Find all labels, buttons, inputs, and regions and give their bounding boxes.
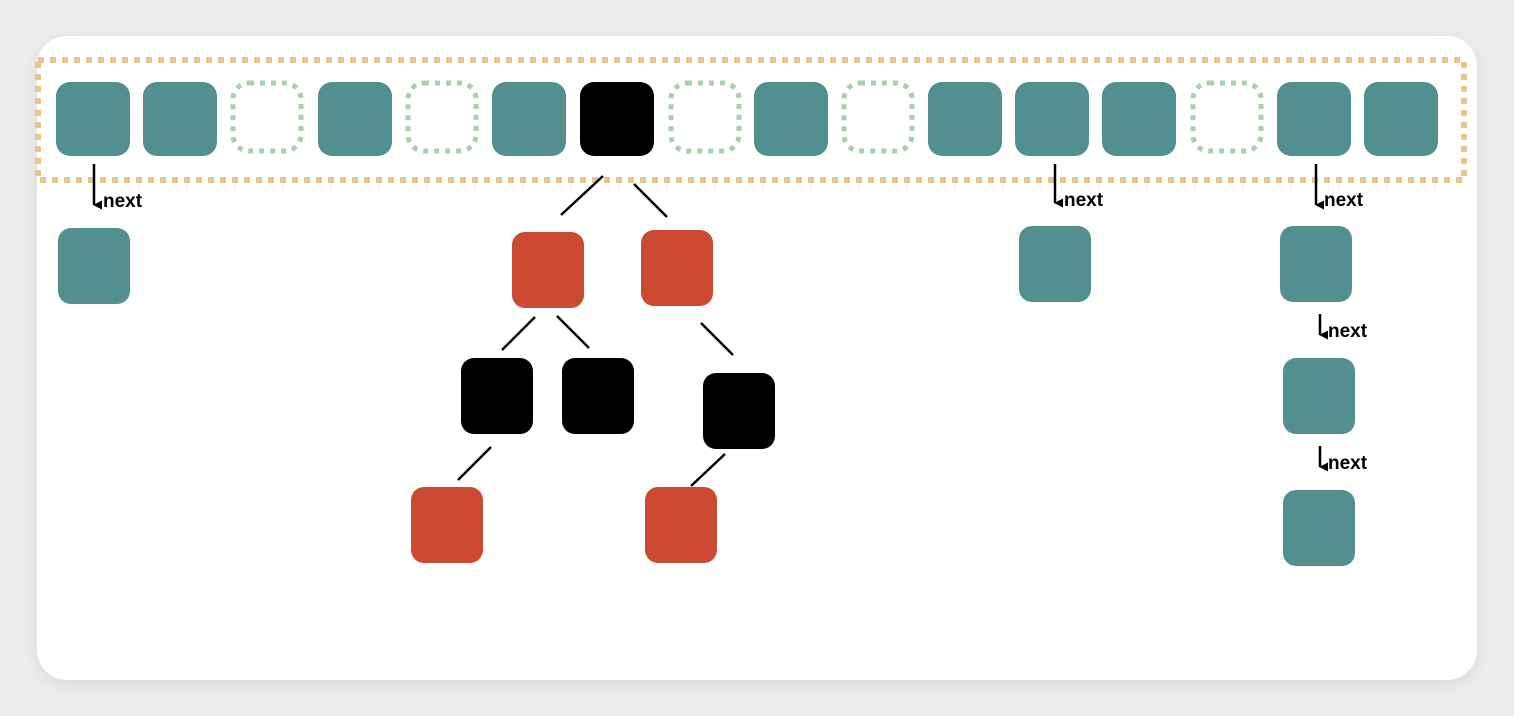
filled-bucket [492,82,566,156]
filled-bucket [1364,82,1438,156]
tree-edge [700,322,734,356]
tree-edge [501,316,536,351]
tree-node-red [411,487,483,563]
tree-node-black [562,358,634,434]
filled-bucket [143,82,217,156]
list-node [58,228,130,304]
tree-root-bucket [580,82,654,156]
filled-bucket [56,82,130,156]
filled-bucket [1102,82,1176,156]
tree-edge [560,175,604,216]
linked-list: next next next [1280,164,1368,566]
filled-bucket [1015,82,1089,156]
linked-list: next [58,164,143,304]
tree-edge [690,453,726,487]
filled-bucket [1277,82,1351,156]
red-black-tree [411,175,775,563]
empty-bucket [1190,80,1264,154]
next-label: next [103,191,143,212]
list-node [1283,358,1355,434]
next-label: next [1064,190,1104,211]
empty-bucket [230,80,304,154]
filled-bucket [754,82,828,156]
tree-edge [556,315,590,349]
linked-lists: next next next next next [58,164,1368,566]
empty-bucket [405,80,479,154]
list-node [1280,226,1352,302]
bucket-array [56,80,1438,156]
next-label: next [1328,453,1368,474]
tree-edge [633,183,668,218]
bucket-array-border [35,57,1467,183]
list-node [1019,226,1091,302]
empty-bucket [668,80,742,154]
filled-bucket [318,82,392,156]
tree-node-black [703,373,775,449]
tree-node-red [512,232,584,308]
next-label: next [1324,190,1364,211]
linked-list: next [1019,164,1104,302]
empty-bucket [841,80,915,154]
tree-node-black [461,358,533,434]
tree-node-red [641,230,713,306]
filled-bucket [928,82,1002,156]
tree-edge [457,446,492,481]
next-label: next [1328,321,1368,342]
tree-node-red [645,487,717,563]
list-node [1283,490,1355,566]
